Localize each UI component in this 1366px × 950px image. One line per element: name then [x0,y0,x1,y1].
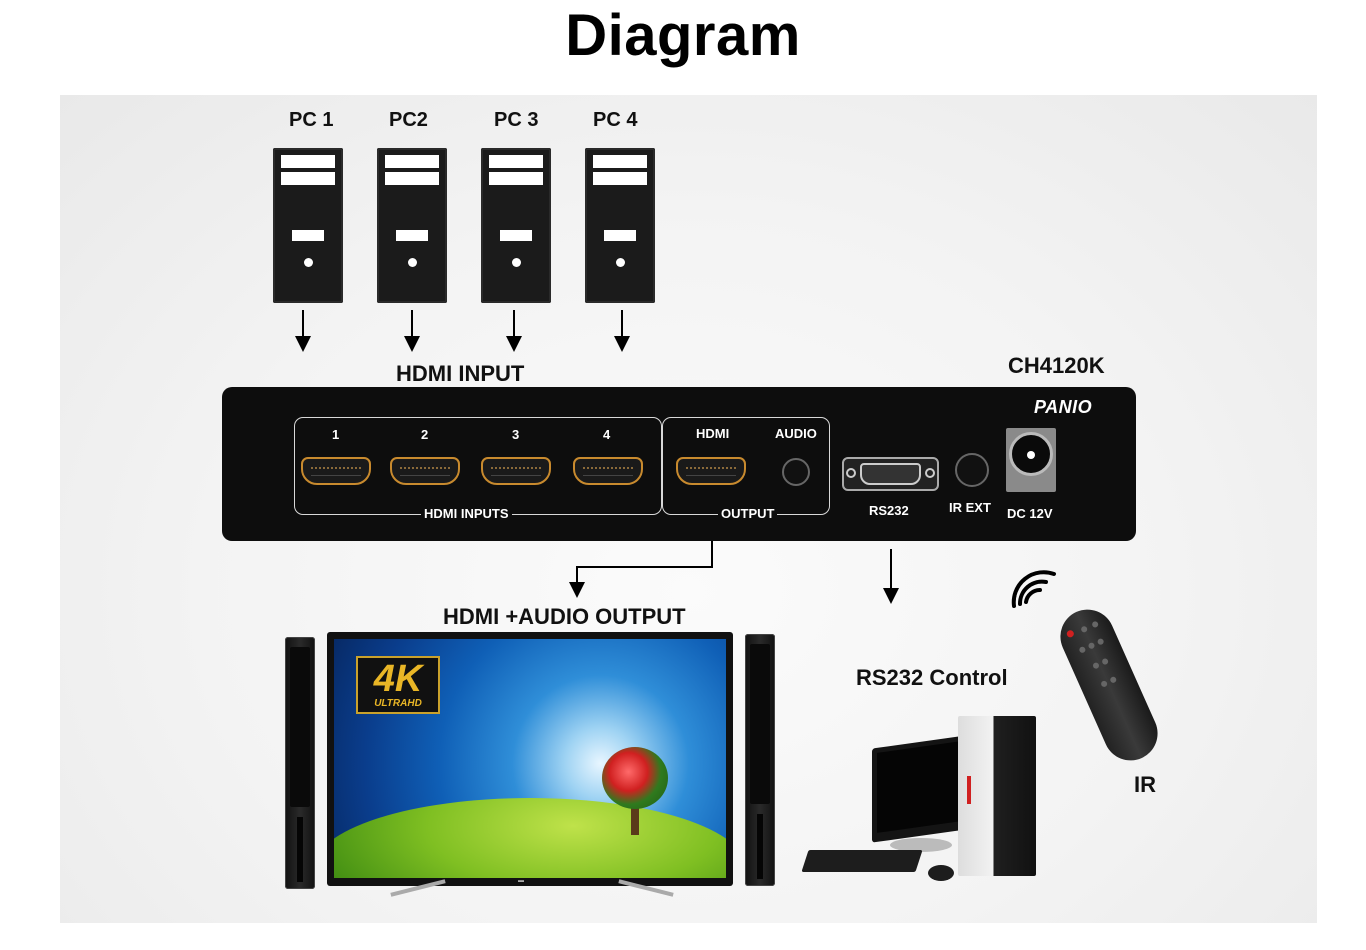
pc-label-2: PC2 [389,109,428,131]
ir-ext-label: IR EXT [949,500,991,515]
wireless-signal-icon [1011,570,1056,608]
brand-logo: PANIO [1034,397,1093,417]
pc-label-4: PC 4 [593,109,638,131]
pc-tower-icon [481,148,551,303]
4k-badge-main: 4K [373,658,423,700]
rs232-connector [883,549,899,604]
dc-socket-icon [1006,428,1056,492]
speaker-icon [745,634,775,886]
arrow-down-icon [404,310,420,352]
output-audio-label: AUDIO [775,426,817,441]
arrow-down-icon [614,310,630,352]
hdmi-inputs-caption: HDMI INPUTS [421,506,512,521]
model-label: CH4120K [1008,353,1105,378]
input-port-label-3: 3 [512,427,520,442]
input-port-label-1: 1 [332,427,340,442]
audio-jack-icon [782,458,810,486]
pc-tower-icon [377,148,447,303]
pc-tower-icon [273,148,343,303]
arrow-down-icon [295,310,311,352]
speaker-icon [285,637,315,889]
arrow-down-icon [506,310,522,352]
hdmi-output-connector [569,541,713,598]
hdmi-port-icon [301,457,371,485]
output-hdmi-label: HDMI [696,426,730,441]
mouse-icon [928,865,954,881]
4k-badge: 4K ULTRAHD [356,656,440,714]
diagram-title: Diagram [565,3,801,68]
control-pc-tower-icon [958,716,1036,876]
ir-label: IR [1134,772,1156,797]
rs232-control-label: RS232 Control [856,665,1008,690]
hdmi-audio-output-label: HDMI +AUDIO OUTPUT [443,604,686,629]
rs232-port-label: RS232 [869,503,909,518]
hdmi-port-icon [390,457,460,485]
hdmi-port-icon [481,457,551,485]
output-caption: OUTPUT [718,506,778,521]
pc-tower-icon [585,148,655,303]
monitor-stand [890,838,952,852]
4k-badge-sub: ULTRAHD [374,698,422,709]
input-port-label-2: 2 [421,427,429,442]
db9-port-icon [842,457,939,491]
pc-label-3: PC 3 [494,109,539,131]
dc-label: DC 12V [1007,506,1053,521]
tv-brand-logo: ▬ [518,878,524,884]
input-port-label-4: 4 [603,427,611,442]
hdmi-port-icon [573,457,643,485]
hdmi-port-icon [676,457,746,485]
pc-label-1: PC 1 [289,109,334,131]
ir-jack-icon [955,453,989,487]
hdmi-input-label: HDMI INPUT [396,361,525,386]
